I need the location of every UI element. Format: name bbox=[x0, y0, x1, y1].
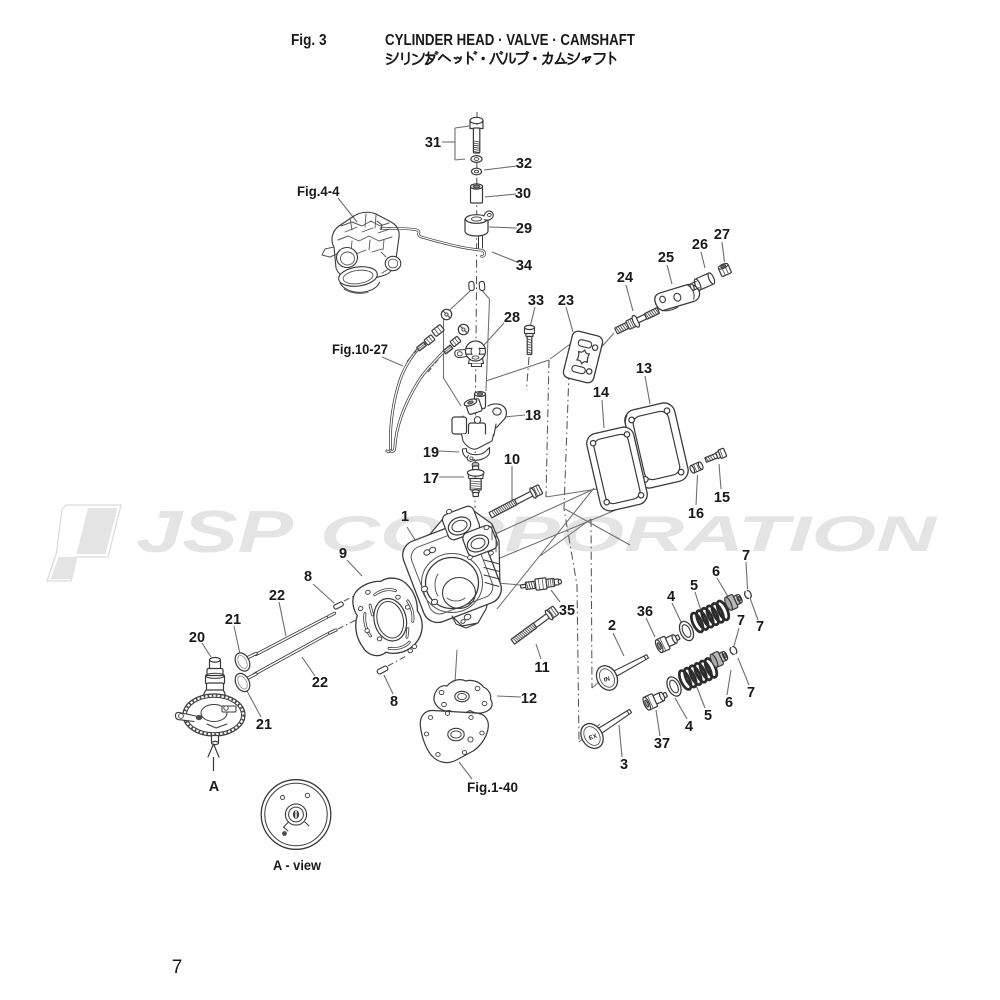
svg-text:8: 8 bbox=[390, 694, 398, 710]
svg-text:34: 34 bbox=[516, 258, 532, 274]
svg-text:30: 30 bbox=[515, 186, 531, 202]
svg-text:Fig.1-40: Fig.1-40 bbox=[467, 779, 518, 795]
svg-text:36: 36 bbox=[637, 604, 653, 620]
svg-text:16: 16 bbox=[688, 506, 704, 522]
svg-text:29: 29 bbox=[516, 221, 532, 237]
svg-text:7: 7 bbox=[742, 548, 750, 564]
svg-text:11: 11 bbox=[534, 660, 549, 676]
svg-text:13: 13 bbox=[636, 361, 652, 377]
svg-text:5: 5 bbox=[704, 708, 712, 724]
svg-text:17: 17 bbox=[423, 471, 439, 487]
svg-text:32: 32 bbox=[516, 156, 532, 172]
svg-text:2: 2 bbox=[608, 618, 616, 634]
svg-text:JSP: JSP bbox=[136, 499, 294, 565]
svg-text:28: 28 bbox=[504, 310, 520, 326]
svg-text:22: 22 bbox=[269, 588, 285, 604]
svg-text:4: 4 bbox=[685, 719, 693, 735]
svg-text:IN: IN bbox=[603, 676, 610, 683]
svg-text:14: 14 bbox=[593, 385, 609, 401]
svg-text:22: 22 bbox=[312, 675, 328, 691]
svg-text:CYLINDER HEAD · VALVE · CAMSHA: CYLINDER HEAD · VALVE · CAMSHAFT bbox=[385, 32, 635, 49]
svg-text:35: 35 bbox=[559, 603, 575, 619]
svg-text:10: 10 bbox=[504, 452, 520, 468]
svg-text:3: 3 bbox=[620, 757, 628, 773]
svg-text:31: 31 bbox=[425, 135, 441, 151]
svg-text:27: 27 bbox=[714, 227, 730, 243]
svg-text:1: 1 bbox=[401, 509, 409, 525]
svg-text:33: 33 bbox=[528, 293, 544, 309]
svg-text:21: 21 bbox=[256, 717, 272, 733]
svg-text:7: 7 bbox=[737, 613, 745, 629]
svg-text:EX: EX bbox=[588, 734, 598, 742]
svg-text:12: 12 bbox=[521, 691, 537, 707]
svg-text:23: 23 bbox=[558, 293, 574, 309]
svg-text:20: 20 bbox=[189, 630, 205, 646]
svg-text:5: 5 bbox=[690, 578, 698, 594]
svg-text:Fig.10-27: Fig.10-27 bbox=[332, 341, 388, 357]
svg-text:Fig.4-4: Fig.4-4 bbox=[297, 183, 340, 199]
svg-text:19: 19 bbox=[423, 445, 439, 461]
svg-text:15: 15 bbox=[714, 490, 730, 506]
svg-text:A: A bbox=[209, 779, 220, 795]
svg-text:26: 26 bbox=[692, 237, 708, 253]
svg-text:7: 7 bbox=[172, 957, 183, 978]
svg-text:8: 8 bbox=[304, 569, 312, 585]
svg-text:4: 4 bbox=[667, 589, 675, 605]
svg-text:24: 24 bbox=[617, 270, 633, 286]
svg-text:25: 25 bbox=[658, 250, 674, 266]
svg-text:37: 37 bbox=[654, 736, 670, 752]
svg-text:6: 6 bbox=[725, 695, 733, 711]
svg-text:Fig. 3: Fig. 3 bbox=[291, 32, 327, 49]
svg-text:21: 21 bbox=[225, 612, 241, 628]
svg-text:9: 9 bbox=[339, 546, 347, 562]
svg-text:7: 7 bbox=[747, 685, 755, 701]
svg-text:18: 18 bbox=[525, 408, 541, 424]
svg-text:A - view: A - view bbox=[273, 857, 321, 873]
svg-text:7: 7 bbox=[756, 619, 764, 635]
svg-text:6: 6 bbox=[712, 564, 720, 580]
